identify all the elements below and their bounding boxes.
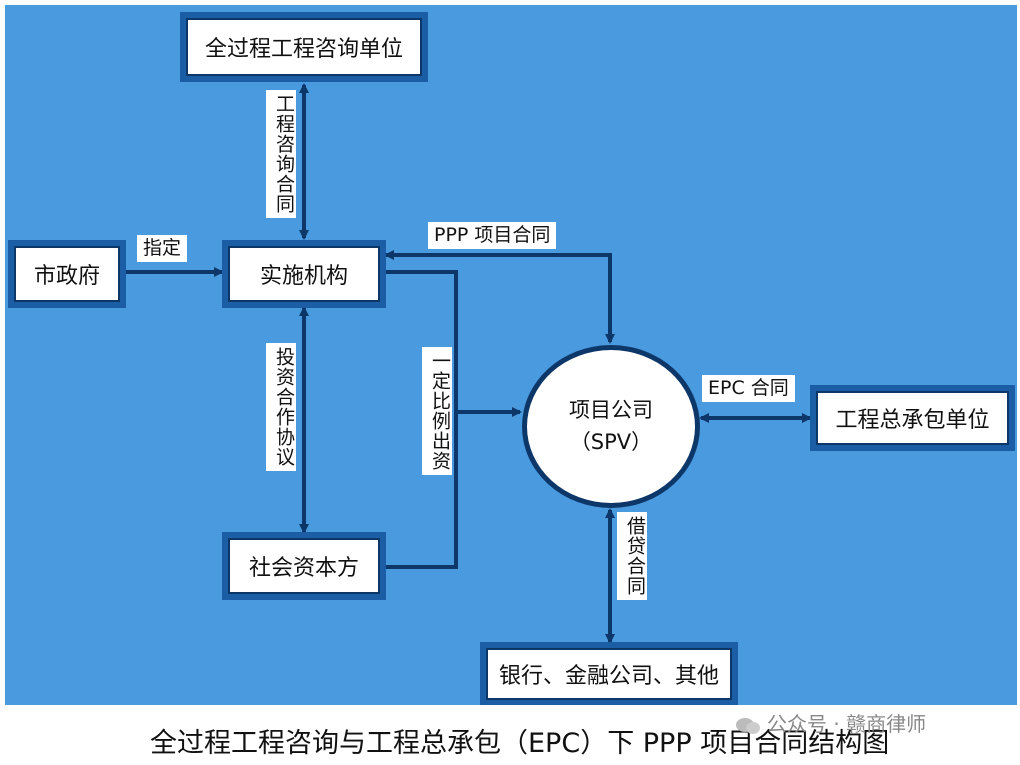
consulting-contract-label: 工程咨询合同 (266, 90, 296, 218)
implementing-agency-box: 实施机构 (222, 240, 386, 308)
social-capital-label: 社会资本方 (228, 538, 380, 594)
loan-contract-label: 借贷合同 (617, 512, 647, 600)
consulting-unit-box: 全过程工程咨询单位 (180, 12, 428, 82)
municipal-gov-label: 市政府 (14, 246, 120, 302)
designate-label: 指定 (137, 235, 188, 262)
caption-bar: 全过程工程咨询与工程总承包（EPC）下 PPP 项目合同结构图 (0, 705, 1020, 765)
social-capital-box: 社会资本方 (222, 532, 386, 600)
equity-line-from-social-capital (386, 412, 458, 569)
epc-contractor-box: 工程总承包单位 (810, 385, 1015, 451)
implementing-agency-label: 实施机构 (228, 246, 380, 302)
epc-contract-label: EPC 合同 (702, 375, 795, 402)
ppp-contract-arrow (384, 250, 615, 344)
watermark-text: 公众号 · 赣商律师 (767, 712, 927, 736)
watermark: 公众号 · 赣商律师 (735, 708, 926, 737)
diagram-canvas (5, 5, 1017, 705)
banks-label: 银行、金融公司、其他 (486, 648, 732, 700)
epc-contractor-label: 工程总承包单位 (816, 391, 1009, 445)
consulting-unit-label: 全过程工程咨询单位 (186, 18, 422, 76)
banks-box: 银行、金融公司、其他 (480, 642, 738, 706)
wechat-icon (736, 717, 760, 734)
municipal-gov-box: 市政府 (8, 240, 126, 308)
equity-contribution-label: 一定比例出资 (422, 347, 452, 475)
caption-text: 全过程工程咨询与工程总承包（EPC）下 PPP 项目合同结构图 (150, 728, 890, 759)
ppp-contract-label: PPP 项目合同 (428, 222, 557, 249)
investment-agreement-label: 投资合作协议 (266, 343, 296, 471)
spv-abbr: （SPV） (569, 429, 653, 454)
equity-line-from-agency (386, 270, 458, 412)
spv-ellipse: 项目公司 （SPV） (522, 345, 700, 508)
spv-name: 项目公司 (569, 398, 653, 422)
